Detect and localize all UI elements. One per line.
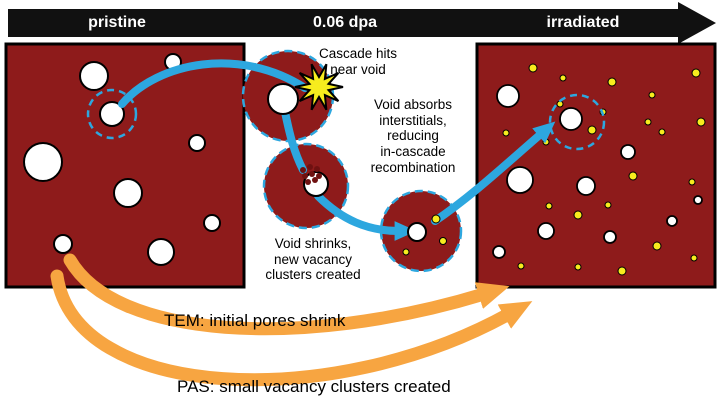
yellow-dot	[644, 118, 652, 126]
yellow-dot	[542, 138, 550, 146]
yellow-dot	[691, 68, 701, 78]
yellow-dot	[587, 125, 597, 135]
void	[267, 83, 299, 115]
yellow-dot	[688, 178, 696, 186]
experiment-arrows	[50, 253, 533, 387]
void	[666, 215, 678, 227]
yellow-dot	[556, 100, 564, 108]
void	[620, 144, 636, 160]
cluster-dot	[300, 167, 306, 173]
cluster-dot	[314, 166, 320, 172]
void	[53, 234, 73, 254]
cluster-dot	[309, 171, 315, 177]
void	[506, 166, 534, 194]
yellow-dot	[528, 63, 538, 73]
cluster-dot	[302, 173, 308, 179]
void	[147, 238, 175, 266]
annotation-cascade-hits: Cascade hits near void	[318, 46, 398, 77]
annotation-void-absorbs: Void absorbs interstitials, reducing in-…	[370, 97, 456, 175]
yellow-dot	[517, 262, 525, 270]
cluster-dot	[305, 179, 311, 185]
void	[203, 214, 221, 232]
cascade-star-icon	[294, 63, 344, 111]
irradiated-defect-dots	[502, 63, 706, 276]
yellow-dot	[652, 241, 662, 251]
yellow-dot	[402, 248, 410, 256]
void	[693, 195, 703, 205]
cluster-dot	[316, 173, 322, 179]
pas-arrow	[50, 269, 533, 387]
trajectory-arrows	[118, 59, 556, 241]
stage-label-irradiated: irradiated	[546, 14, 620, 31]
void	[79, 61, 109, 91]
timeline-arrow-banner	[8, 2, 716, 44]
void	[537, 222, 555, 240]
yellow-dot	[431, 214, 441, 224]
pas-caption: PAS: small vacancy clusters created	[177, 377, 451, 396]
trajectory-arrow-2	[281, 108, 307, 174]
void	[492, 245, 506, 259]
yellow-dot	[690, 254, 698, 262]
void	[23, 142, 63, 182]
vacancy-cluster-dots	[300, 164, 322, 185]
void	[99, 101, 125, 127]
stage-label-dose: 0.06 dpa	[312, 14, 378, 31]
irradiated-panel	[475, 42, 717, 289]
void	[603, 230, 617, 244]
pristine-voids	[23, 53, 221, 266]
tem-arrow	[63, 253, 510, 336]
yellow-dot	[628, 171, 638, 181]
yellow-dot	[658, 128, 666, 136]
cluster-dot	[312, 177, 318, 183]
void	[113, 178, 143, 208]
yellow-dot	[559, 74, 567, 82]
yellow-dot	[604, 201, 612, 209]
new-vacancy-cluster-dots	[402, 214, 447, 256]
irradiated-voids	[492, 84, 703, 259]
void	[496, 84, 520, 108]
void	[576, 176, 596, 196]
annotation-void-shrinks: Void shrinks, new vacancy clusters creat…	[265, 236, 361, 283]
trajectory-arrow-1	[118, 59, 309, 108]
yellow-dot	[545, 202, 553, 210]
tem-caption: TEM: initial pores shrink	[164, 311, 346, 330]
tracked-void-highlight-left	[86, 88, 138, 140]
void	[407, 222, 427, 242]
trajectory-arrow-3	[314, 192, 417, 241]
yellow-dot	[502, 129, 510, 137]
yellow-dot	[607, 77, 617, 87]
void	[559, 107, 583, 131]
void	[188, 134, 206, 152]
stage-label-pristine: pristine	[88, 14, 146, 31]
yellow-dot	[573, 210, 583, 220]
trajectory-arrow-4	[431, 121, 556, 225]
yellow-dot	[439, 237, 447, 245]
yellow-dot	[617, 266, 627, 276]
yellow-dot	[696, 117, 706, 127]
cluster-dot	[307, 164, 313, 170]
void	[303, 171, 329, 197]
yellow-dot	[574, 263, 582, 271]
yellow-dot	[648, 91, 656, 99]
